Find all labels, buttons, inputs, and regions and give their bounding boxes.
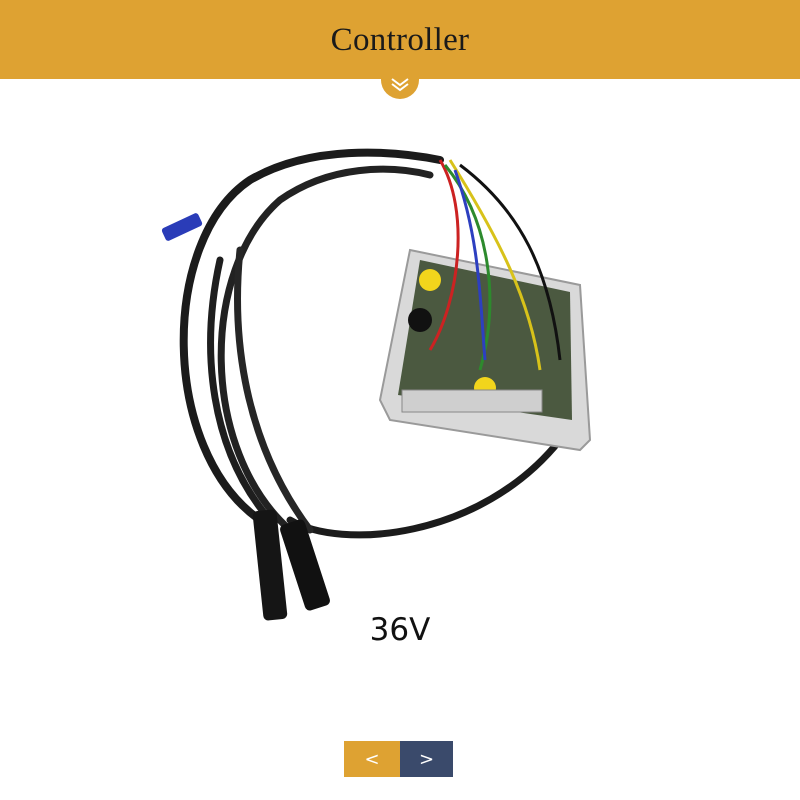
wire-red (428, 159, 460, 351)
double-chevron-down-icon (391, 78, 409, 92)
terminal-strip (401, 389, 543, 413)
pager: < > (344, 741, 453, 777)
plug-right (280, 519, 330, 611)
controller-product-image (161, 148, 592, 621)
prev-button[interactable]: < (344, 741, 400, 777)
cable-bottom (286, 436, 564, 539)
plug-left (252, 509, 288, 621)
next-button[interactable]: > (400, 741, 453, 777)
cable-loop-inner (217, 165, 434, 534)
cable-down-2 (234, 246, 314, 534)
wire-blue (453, 169, 487, 361)
blue-connector (161, 213, 203, 241)
wire-black (459, 163, 562, 361)
wire-yellow (448, 159, 542, 371)
voltage-caption: 36V (369, 612, 431, 648)
cable-loop-outer (179, 148, 444, 524)
scroll-down-tab[interactable] (381, 68, 419, 99)
page-title: Controller (330, 22, 470, 58)
header-bar: Controller (0, 0, 800, 79)
cable-down-1 (207, 256, 274, 524)
controller-board (398, 260, 572, 420)
capacitor (408, 308, 432, 332)
pass-sticker-1 (419, 269, 441, 291)
